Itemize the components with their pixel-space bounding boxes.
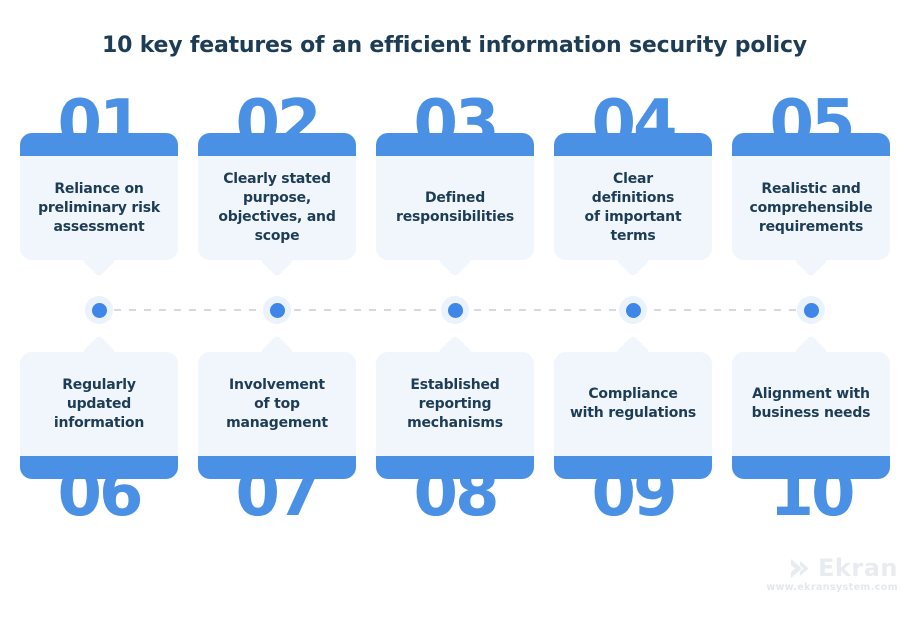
card-text: Realistic and comprehensible requirement… [749,180,873,235]
card-accent-bar [376,456,534,479]
card-accent-bar [198,456,356,479]
timeline-dot [85,296,113,324]
card-body: Clear definitions of important terms [554,156,712,260]
card-text: Involvement of top management [226,376,328,431]
feature-card-04: 04 Clear definitions of important terms [554,92,712,277]
feature-card-01: 01 Reliance on preliminary risk assessme… [20,92,178,277]
timeline-dot-core [91,302,107,318]
card-accent-bar [198,133,356,156]
timeline-dot [263,296,291,324]
card-text: Clear definitions of important terms [584,171,682,244]
card-body: Reliance on preliminary risk assessment [20,156,178,260]
feature-card-05: 05 Realistic and comprehensible requirem… [732,92,890,277]
card-body: Regularly updated information [20,352,178,456]
timeline-dot-core [269,302,285,318]
card-accent-bar [376,133,534,156]
card-text: Alignment with business needs [751,386,871,421]
logo-row: Ekran [766,556,898,580]
timeline-dot [441,296,469,324]
card-body: Clearly stated purpose, objectives, and … [198,156,356,260]
card-body: Realistic and comprehensible requirement… [732,156,890,260]
page-title: 10 key features of an efficient informat… [102,33,807,58]
top-row: 01 Reliance on preliminary risk assessme… [20,92,890,277]
logo-text: Ekran [818,554,898,582]
card-accent-bar [554,133,712,156]
card-body: Defined responsibilities [376,156,534,260]
timeline-dot-core [447,302,463,318]
card-body: Compliance with regulations [554,352,712,456]
logo-url: www.ekransystem.com [766,582,898,593]
feature-card-02: 02 Clearly stated purpose, objectives, a… [198,92,356,277]
timeline-dot [797,296,825,324]
card-body: Involvement of top management [198,352,356,456]
feature-card-03: 03 Defined responsibilities [376,92,534,277]
feature-card-10: Alignment with business needs 10 [732,335,890,526]
feature-card-08: Established reporting mechanisms 08 [376,335,534,526]
feature-card-06: Regularly updated information 06 [20,335,178,526]
card-body: Established reporting mechanisms [376,352,534,456]
card-body: Alignment with business needs [732,352,890,456]
double-chevron-icon [790,558,809,578]
timeline-dot [619,296,647,324]
bottom-row: Regularly updated information 06 Involve… [20,335,890,526]
card-text: Regularly updated information [53,376,145,431]
card-accent-bar [554,456,712,479]
card-accent-bar [20,456,178,479]
card-accent-bar [732,133,890,156]
card-text: Compliance with regulations [569,386,697,421]
timeline-dot-core [803,302,819,318]
feature-card-09: Compliance with regulations 09 [554,335,712,526]
card-text: Clearly stated purpose, objectives, and … [218,171,336,244]
card-text: Reliance on preliminary risk assessment [38,180,160,235]
card-text: Established reporting mechanisms [407,376,503,431]
card-accent-bar [732,456,890,479]
timeline-dot-core [625,302,641,318]
card-text: Defined responsibilities [395,190,514,225]
ekran-watermark: Ekran www.ekransystem.com [766,556,898,593]
feature-card-07: Involvement of top management 07 [198,335,356,526]
card-accent-bar [20,133,178,156]
